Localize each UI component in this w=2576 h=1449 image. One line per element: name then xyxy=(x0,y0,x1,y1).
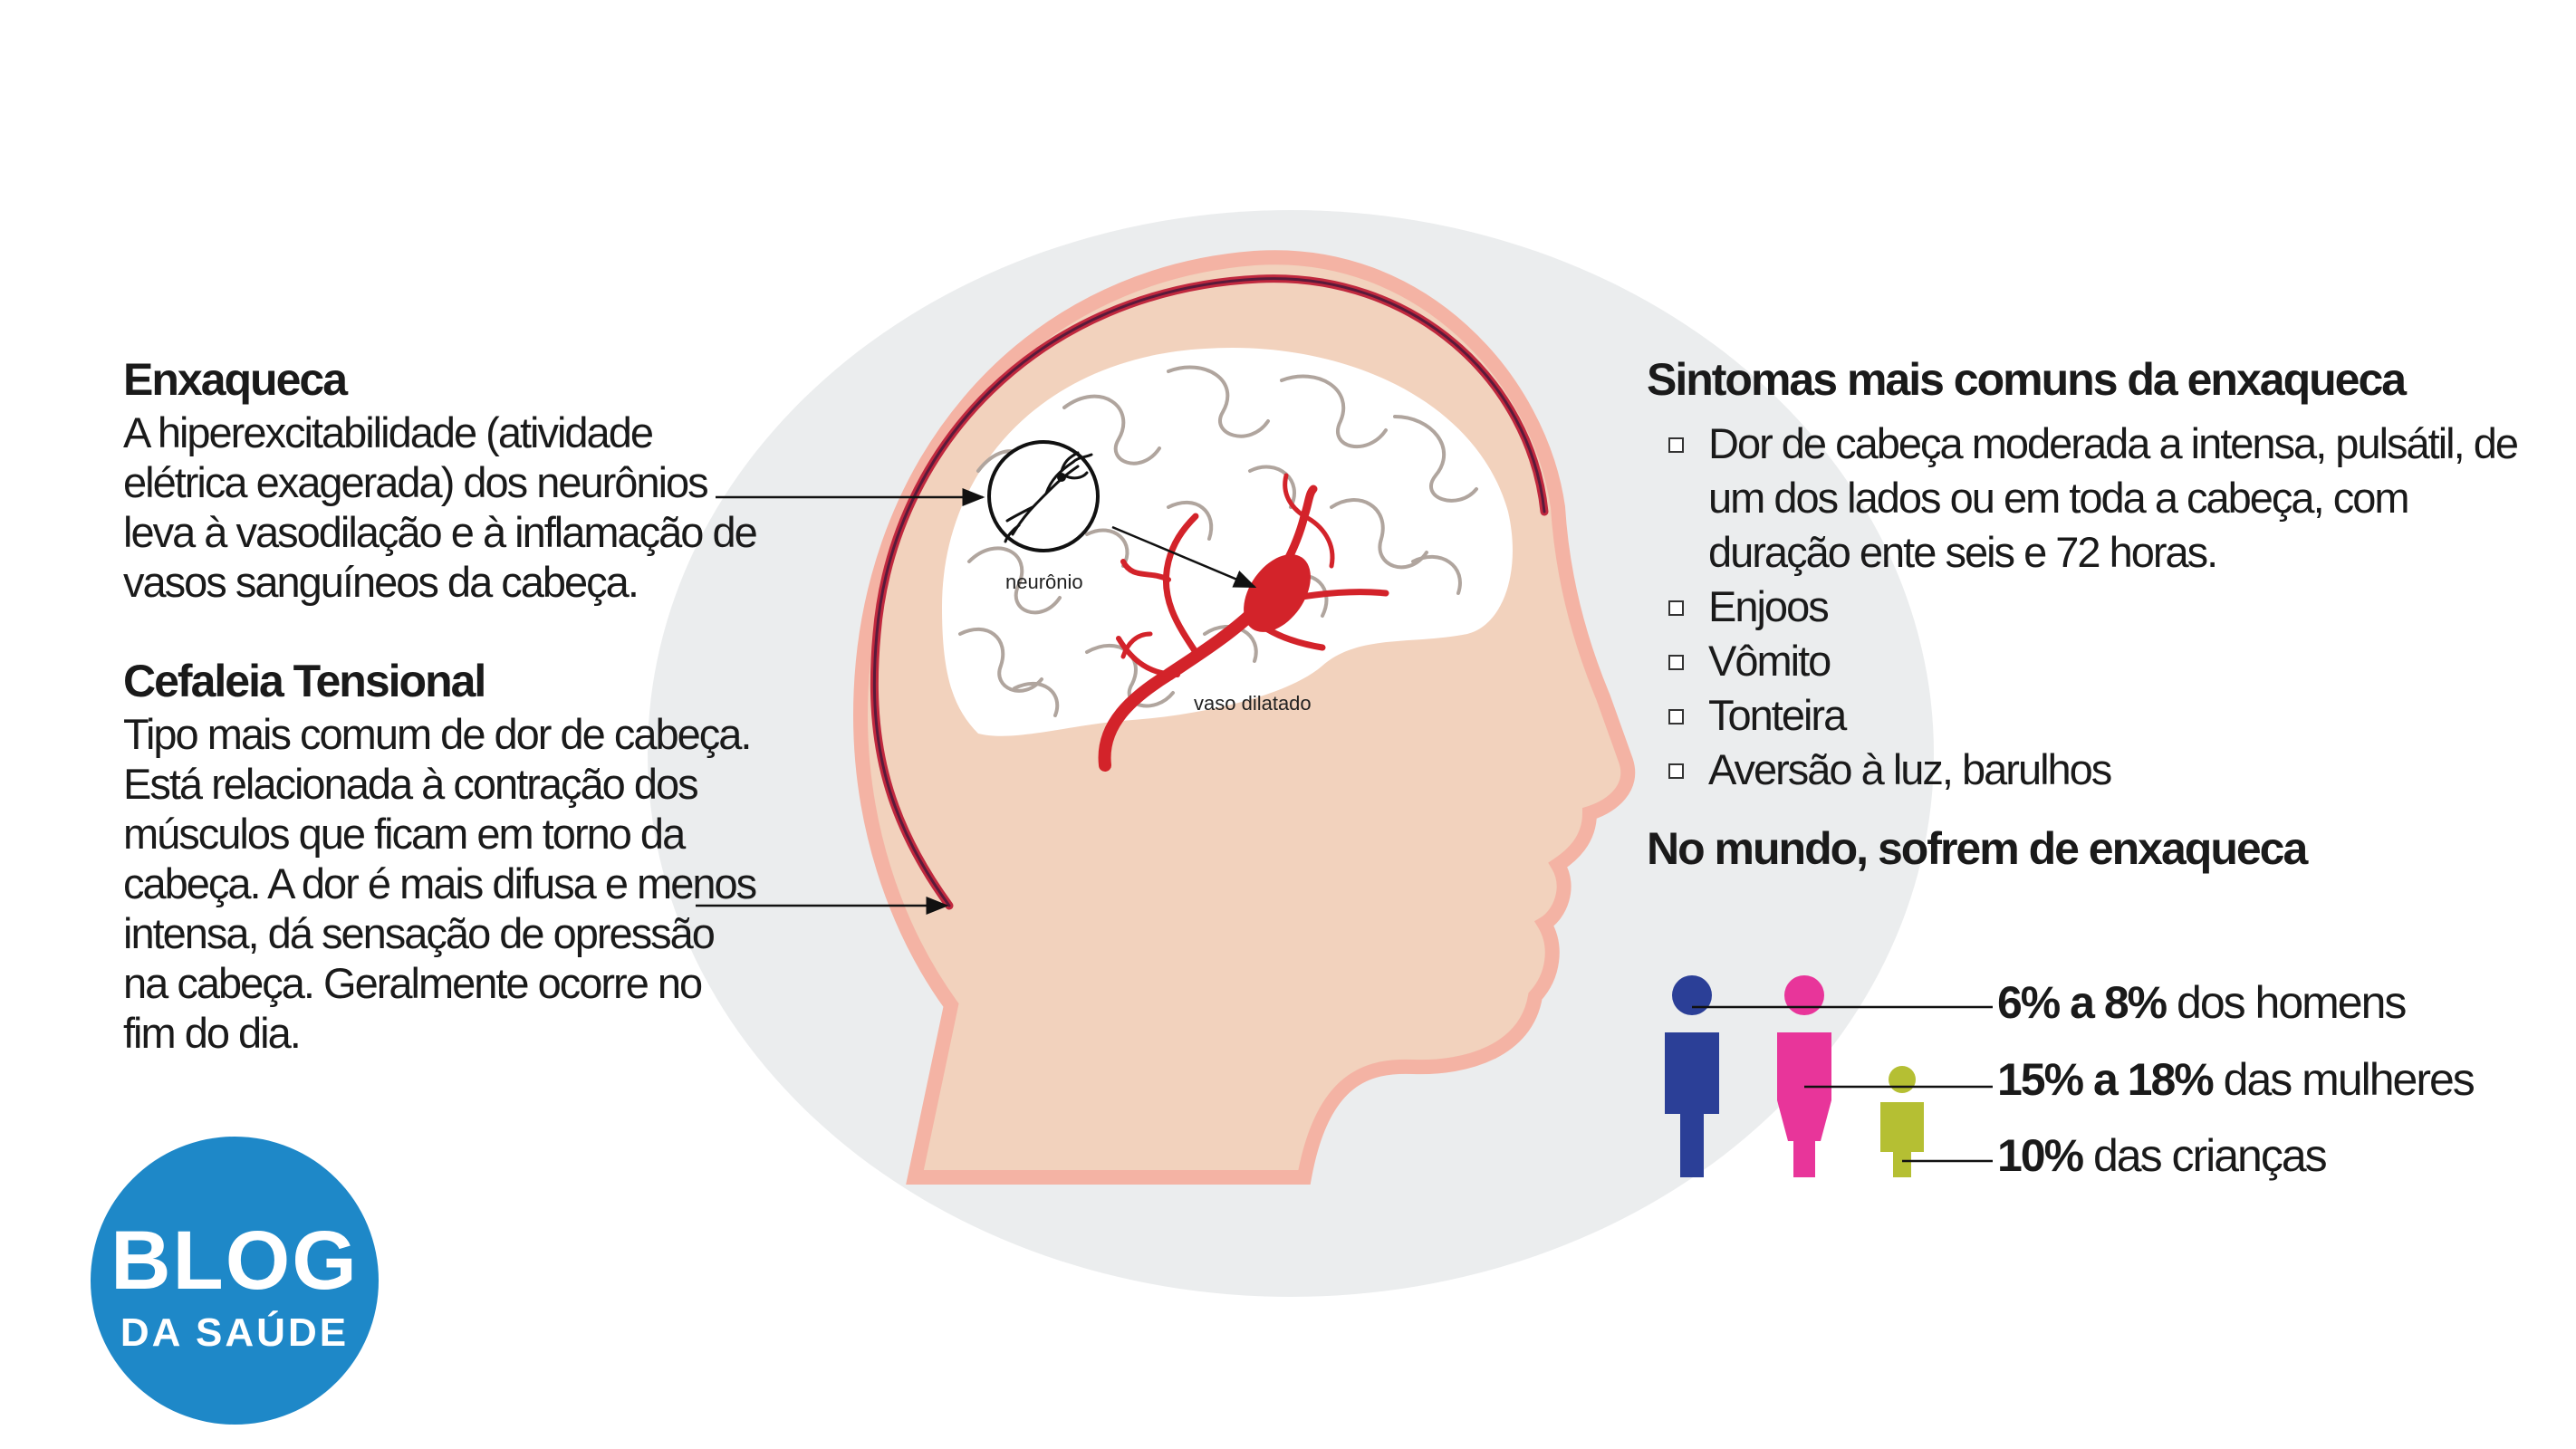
neuron-inset xyxy=(987,440,1100,552)
man-figure xyxy=(1665,975,1719,1177)
square-bullet-icon xyxy=(1668,655,1684,670)
vessel-dilation xyxy=(1244,554,1311,632)
stat-men-value: 6% a 8% xyxy=(1997,977,2167,1028)
symptom-item: Dor de cabeça moderada a intensa, pulsát… xyxy=(1668,417,2538,580)
brain-folds xyxy=(958,365,1478,717)
symptom-item: Aversão à luz, barulhos xyxy=(1668,743,2538,797)
migraine-description: A hiperexcitabilidade (atividade elétric… xyxy=(123,408,758,606)
stat-men-label: dos homens xyxy=(2177,977,2407,1028)
symptom-item: Tonteira xyxy=(1668,688,2538,743)
stat-women: 15% a 18% das mulheres xyxy=(1997,1053,2475,1106)
symptoms-title: Sintomas mais comuns da enxaqueca xyxy=(1647,354,2407,405)
square-bullet-icon xyxy=(1668,709,1684,724)
tension-headache-title: Cefaleia Tensional xyxy=(123,656,486,706)
symptom-text: Aversão à luz, barulhos xyxy=(1708,745,2112,793)
square-bullet-icon xyxy=(1668,600,1684,616)
symptom-item: Vômito xyxy=(1668,634,2538,688)
logo-line1: BLOG xyxy=(111,1214,359,1307)
tension-headache-description: Tipo mais comum de dor de cabeça. Está r… xyxy=(123,710,757,1057)
stat-children-value: 10% xyxy=(1997,1130,2084,1181)
vessel-label: vaso dilatado xyxy=(1194,692,1312,715)
symptom-text: Enjoos xyxy=(1708,582,1830,630)
square-bullet-icon xyxy=(1668,437,1684,453)
neuron-label: neurônio xyxy=(1005,571,1083,593)
logo-line2: DA SAÚDE xyxy=(120,1310,350,1355)
woman-figure xyxy=(1777,975,1831,1177)
symptom-text: Tonteira xyxy=(1708,691,1847,739)
square-bullet-icon xyxy=(1668,763,1684,779)
world-stats-title: No mundo, sofrem de enxaqueca xyxy=(1647,823,2308,874)
migraine-title: Enxaqueca xyxy=(123,354,348,405)
symptom-text: Dor de cabeça moderada a intensa, pulsát… xyxy=(1708,419,2519,576)
blog-logo: BLOG DA SAÚDE xyxy=(91,1137,379,1425)
stat-men: 6% a 8% dos homens xyxy=(1997,976,2407,1029)
neuron-vessel-arrow xyxy=(1111,525,1257,589)
stat-women-value: 15% a 18% xyxy=(1997,1054,2215,1105)
stat-women-label: das mulheres xyxy=(2223,1054,2475,1105)
symptoms-list: Dor de cabeça moderada a intensa, pulsát… xyxy=(1668,417,2538,797)
symptom-text: Vômito xyxy=(1708,637,1831,685)
symptom-item: Enjoos xyxy=(1668,580,2538,634)
stat-children: 10% das crianças xyxy=(1997,1129,2328,1182)
stat-connectors xyxy=(1692,1005,1993,1163)
head-illustration: neurônio vaso dilatado xyxy=(852,250,1636,1185)
stat-children-label: das crianças xyxy=(2092,1130,2328,1181)
skull-highlight xyxy=(872,277,1546,907)
